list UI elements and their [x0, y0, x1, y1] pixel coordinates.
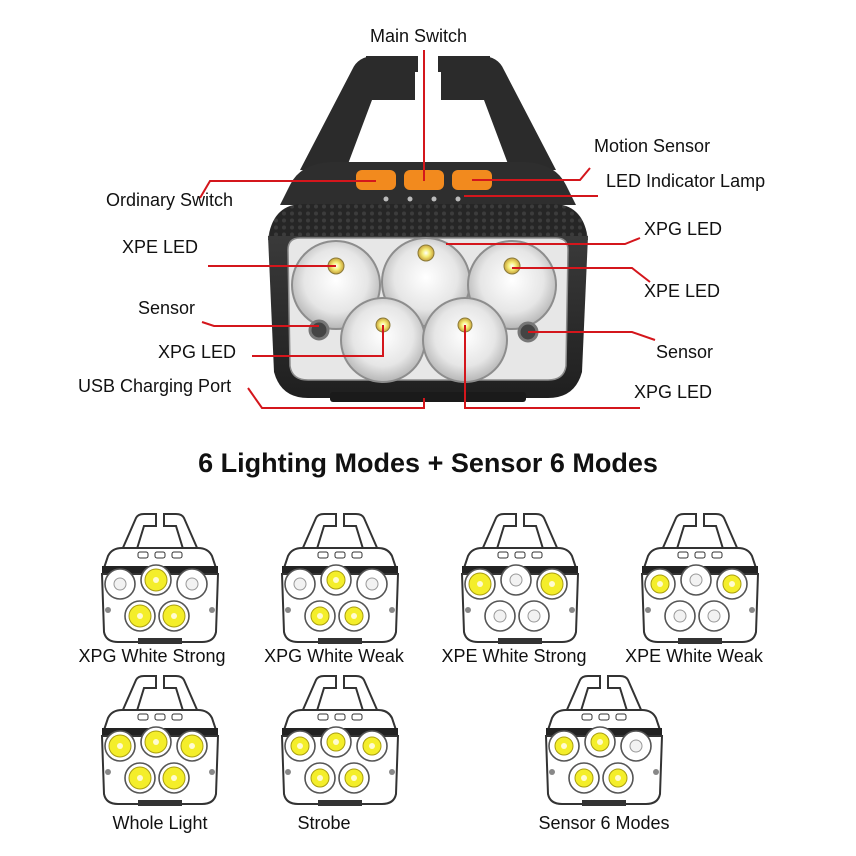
callout-motion-sensor: Motion Sensor [594, 136, 711, 156]
callout-lines [199, 50, 656, 409]
callout-usb-port: USB Charging Port [78, 376, 232, 396]
callout-sensor-right: Sensor [656, 342, 714, 362]
mode-thumbnail [280, 675, 400, 806]
mode-label: XPE White Weak [625, 646, 763, 666]
callout-xpg-led-top-right: XPG LED [644, 219, 723, 239]
indicator-dot [455, 196, 461, 202]
callout-main-switch: Main Switch [370, 26, 468, 46]
mode-thumbnail [100, 513, 220, 644]
mode-thumbnail [460, 513, 580, 644]
callout-sensor-left: Sensor [138, 298, 196, 318]
mode-label: Whole Light [112, 813, 208, 833]
mode-label: XPE White Strong [441, 646, 587, 666]
callout-xpe-led-right: XPE LED [644, 281, 721, 301]
mode-thumbnail [640, 513, 760, 644]
callout-led-indicator: LED Indicator Lamp [606, 171, 766, 191]
textured-band [268, 204, 588, 240]
indicator-dot [407, 196, 413, 202]
callout-xpg-led-bottom-right: XPG LED [634, 382, 713, 402]
indicator-dot [431, 196, 437, 202]
callout-xpe-led-left: XPE LED [122, 237, 199, 257]
callout-xpg-led-left: XPG LED [158, 342, 237, 362]
mode-label: Sensor 6 Modes [538, 813, 670, 833]
mode-label: XPG White Strong [78, 646, 226, 666]
mode-label: Strobe [297, 813, 351, 833]
section-heading: 6 Lighting Modes + Sensor 6 Modes [198, 448, 658, 478]
callout-ordinary-switch: Ordinary Switch [106, 190, 234, 210]
strap-clip [300, 56, 556, 172]
mode-thumbnail [100, 675, 220, 806]
mode-thumbnail [544, 675, 664, 806]
indicator-dot [383, 196, 389, 202]
mode-thumbnail [280, 513, 400, 644]
mode-label: XPG White Weak [264, 646, 404, 666]
headlamp-illustration [199, 50, 656, 409]
sensor-left [308, 319, 330, 341]
